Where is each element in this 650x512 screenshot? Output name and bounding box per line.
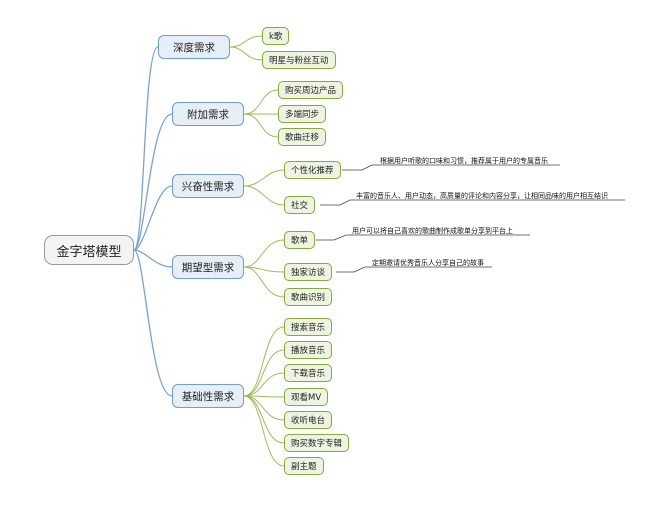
topic-exclusive-interview[interactable]: 独家访谈 <box>284 263 333 281</box>
connector-b2-1 <box>243 89 279 115</box>
connector-b5-5 <box>243 395 285 421</box>
connector-b3-1 <box>243 169 285 187</box>
connector-b2-3 <box>243 113 279 138</box>
topic-download-music[interactable]: 下载音乐 <box>284 364 333 382</box>
branch-additional-needs[interactable]: 附加需求 <box>172 102 244 126</box>
topic-play-music[interactable]: 播放音乐 <box>284 341 333 359</box>
connector-b1-2 <box>229 46 263 61</box>
topic-song-migration[interactable]: 歌曲迁移 <box>278 128 327 146</box>
note-line-b4-2 <box>336 266 492 273</box>
connector-b5-1 <box>243 326 285 397</box>
topic-watch-mv[interactable]: 观看MV <box>284 388 329 406</box>
connector-b5-2 <box>243 349 285 397</box>
topic-star-fan-interaction[interactable]: 明星与粉丝互动 <box>262 51 336 69</box>
topic-buy-merch[interactable]: 购买周边产品 <box>278 81 344 99</box>
topic-listen-radio[interactable]: 收听电台 <box>284 411 333 429</box>
topic-buy-digital-album[interactable]: 购买数字专辑 <box>284 434 350 452</box>
note-line-b3-1 <box>342 164 560 171</box>
note-line-b3-2 <box>320 199 625 206</box>
connector-b1-1 <box>229 35 263 48</box>
connector-b5-3 <box>243 372 285 397</box>
topic-personalized-recommendation[interactable]: 个性化推荐 <box>284 161 341 179</box>
branch-excitement-needs[interactable]: 兴奋性需求 <box>172 174 244 198</box>
topic-subtopic[interactable]: 副主题 <box>284 457 324 475</box>
note-line-b4-1 <box>316 234 530 241</box>
connector-root-branch-1 <box>133 46 159 251</box>
topic-search-music[interactable]: 搜索音乐 <box>284 318 333 336</box>
connector-b5-6 <box>243 395 285 444</box>
note-social: 丰富的音乐人、用户动态，高质量的评论和内容分享，让相同品味的用户相互结识 <box>356 192 608 200</box>
branch-expected-needs[interactable]: 期望型需求 <box>172 255 244 279</box>
topic-k-song[interactable]: k歌 <box>262 27 290 45</box>
root-node[interactable]: 金字塔模型 <box>44 235 134 265</box>
connector-root-branch-3 <box>133 185 173 251</box>
topic-social[interactable]: 社交 <box>284 196 316 214</box>
connector-root-branch-2 <box>133 113 173 251</box>
connector-b4-2 <box>243 266 285 273</box>
note-playlist: 用户可以将自己喜欢的歌曲制作成歌单分享到平台上 <box>352 227 513 235</box>
connector-b4-1 <box>243 239 285 268</box>
connector-b5-7 <box>243 395 285 467</box>
topic-song-recognition[interactable]: 歌曲识别 <box>284 288 333 306</box>
connector-b4-3 <box>243 266 285 298</box>
note-exclusive-interview: 定期邀请优秀音乐人分享自己的故事 <box>372 259 484 267</box>
connector-b3-2 <box>243 185 285 206</box>
connector-root-branch-5 <box>133 249 173 397</box>
branch-depth-needs[interactable]: 深度需求 <box>158 35 230 59</box>
topic-playlist[interactable]: 歌单 <box>284 231 316 249</box>
branch-basic-needs[interactable]: 基础性需求 <box>172 384 244 408</box>
note-personalized-recommendation: 根据用户听歌的口味和习惯，推荐属于用户的专属音乐 <box>380 157 548 165</box>
topic-multi-device-sync[interactable]: 多端同步 <box>278 105 327 123</box>
connector-root-branch-4 <box>133 249 173 268</box>
